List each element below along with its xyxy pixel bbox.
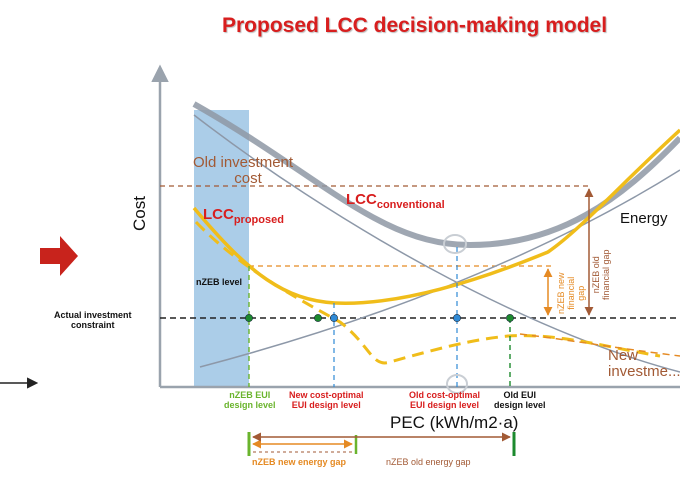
old-eui-design-level-label: Old EUI design level [494,390,546,411]
nzeb-level-label: nZEB level [196,277,243,287]
old-cost-optimal-dot [453,314,461,322]
lcc-proposed-curve [192,128,680,305]
new-cost-optimal-label: New cost-optimal EUI design level [289,390,364,411]
lcc-proposed-label: LCCproposed [203,206,284,226]
lcc-conventional-curve [192,101,680,249]
conventional-minimum-circle [443,234,467,254]
actual-investment-constraint-label: Actual investment constraint [54,310,132,331]
old-investment-cost-label: Old investment cost [193,154,294,187]
diagram-title: Proposed LCC decision-making model [222,14,608,37]
old-eui-dot [506,314,514,322]
investment-cost-curve [193,114,680,373]
nzeb-constraint-dot [245,314,253,322]
new-investment-label: New investme... [608,348,680,380]
red-arrow-icon [40,236,78,276]
nzeb-new-financial-gap-label: nZEB new financial gap [556,272,586,314]
y-axis-label: Cost [130,196,149,231]
energy-label: Energy [620,210,668,227]
axis-marker-circle [446,374,468,394]
green-constraint-dot [314,314,322,322]
new-investment-curve [519,333,680,357]
nzeb-old-financial-gap-label: nZEB old financial gap [591,249,611,300]
lcc-proposed-dashed-curve [194,220,661,365]
nzeb-zone [194,110,249,387]
old-cost-optimal-label: Old cost-optimal EUI design level [409,390,481,411]
nzeb-new-energy-gap-label: nZEB new energy gap [252,457,347,467]
nzeb-old-energy-gap-label: nZEB old energy gap [386,457,471,467]
lcc-conventional-label: LCCconventional [346,191,445,211]
new-cost-optimal-dot [330,314,338,322]
nzeb-eui-design-level-label: nZEB EUI design level [224,390,276,411]
x-axis-label: PEC (kWh/m2·a) [390,413,519,432]
